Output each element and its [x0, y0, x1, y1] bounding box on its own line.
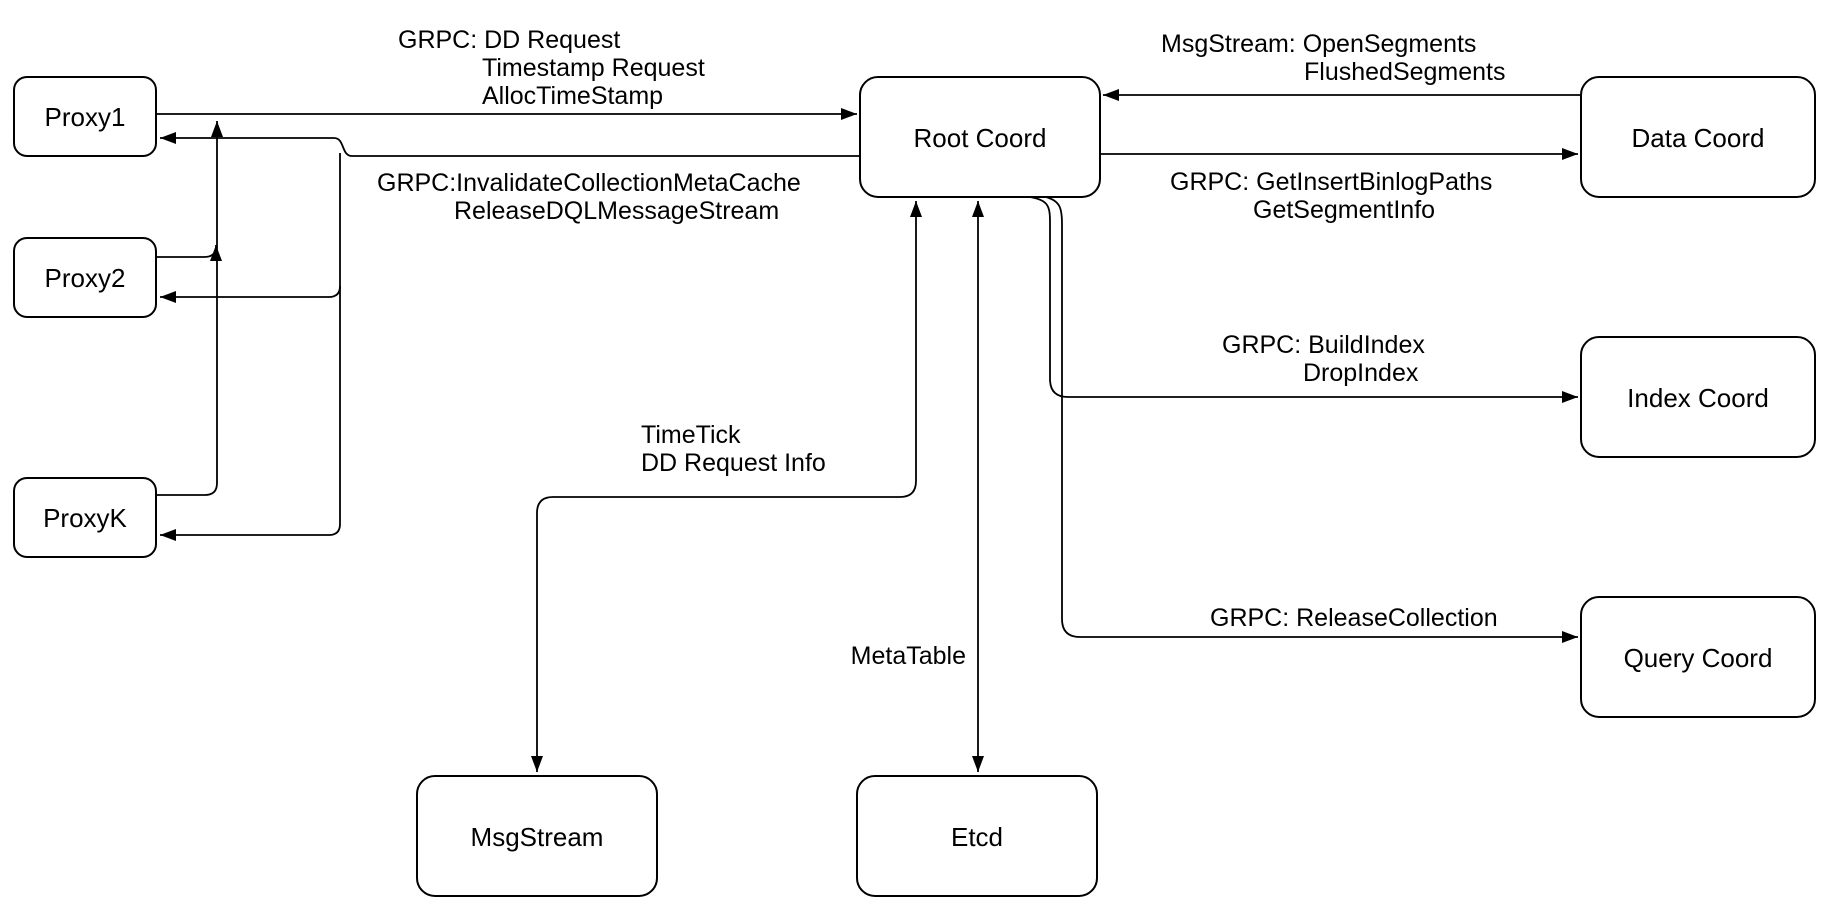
- label-invalidate-collection-metacache: GRPC:InvalidateCollectionMetaCache: [377, 169, 801, 197]
- edge-proxyk-trunk-up: [156, 121, 223, 496]
- label-data-to-root: MsgStream: OpenSegments FlushedSegments: [1161, 30, 1506, 86]
- node-etcd: Etcd: [856, 775, 1098, 897]
- label-flushedsegments: FlushedSegments: [1304, 58, 1506, 86]
- label-release-dql-messagestream: ReleaseDQLMessageStream: [454, 197, 779, 225]
- label-root-to-index: GRPC: BuildIndex DropIndex: [1222, 331, 1425, 387]
- node-proxy1: Proxy1: [13, 76, 157, 157]
- node-msgstream: MsgStream: [416, 775, 658, 897]
- node-data-coord-label: Data Coord: [1632, 123, 1765, 153]
- label-buildindex: GRPC: BuildIndex: [1222, 331, 1425, 359]
- label-root-to-etcd: MetaTable: [851, 642, 966, 670]
- node-root-coord: Root Coord: [859, 76, 1101, 198]
- edge-proxy2-feeder-up: [156, 245, 222, 261]
- label-root-to-query: GRPC: ReleaseCollection: [1210, 604, 1498, 632]
- label-root-to-data: GRPC: GetInsertBinlogPaths GetSegmentInf…: [1170, 168, 1492, 224]
- label-msgstream-opensegments: MsgStream: OpenSegments: [1161, 30, 1476, 58]
- edge-rootcoord-to-querycoord: [1045, 196, 1578, 643]
- label-root-to-proxies: GRPC:InvalidateCollectionMetaCache Relea…: [377, 169, 801, 225]
- node-etcd-label: Etcd: [951, 822, 1003, 852]
- edge-rootcoord-to-proxyk: [160, 523, 341, 541]
- node-index-coord: Index Coord: [1580, 336, 1816, 458]
- node-proxy2-label: Proxy2: [45, 263, 126, 293]
- label-alloctimestamp: AllocTimeStamp: [482, 82, 663, 110]
- label-timetick: TimeTick: [641, 421, 741, 449]
- label-getsegmentinfo: GetSegmentInfo: [1253, 196, 1435, 224]
- edge-rootcoord-to-proxy2: [160, 285, 341, 303]
- node-index-coord-label: Index Coord: [1627, 383, 1769, 413]
- node-proxy2: Proxy2: [13, 237, 157, 318]
- label-releasecollection: GRPC: ReleaseCollection: [1210, 604, 1498, 632]
- label-root-to-msgstream: TimeTick DD Request Info: [641, 421, 826, 477]
- node-msgstream-label: MsgStream: [471, 822, 604, 852]
- label-getinsertbinlogpaths: GRPC: GetInsertBinlogPaths: [1170, 168, 1492, 196]
- edge-rootcoord-to-proxy1: [160, 132, 860, 157]
- node-proxyk: ProxyK: [13, 477, 157, 558]
- label-grpc-dd-request: GRPC: DD Request: [398, 26, 620, 54]
- node-query-coord: Query Coord: [1580, 596, 1816, 718]
- label-timestamp-request: Timestamp Request: [482, 54, 705, 82]
- node-data-coord: Data Coord: [1580, 76, 1816, 198]
- node-proxyk-label: ProxyK: [43, 503, 127, 533]
- label-proxy-to-root: GRPC: DD Request Timestamp Request Alloc…: [398, 26, 705, 110]
- label-dropindex: DropIndex: [1303, 359, 1419, 387]
- edge-rootcoord-msgstream: [531, 201, 922, 772]
- label-metatable: MetaTable: [851, 642, 966, 670]
- node-proxy1-label: Proxy1: [45, 102, 126, 132]
- node-root-coord-label: Root Coord: [914, 123, 1047, 153]
- node-query-coord-label: Query Coord: [1624, 643, 1773, 673]
- label-dd-request-info: DD Request Info: [641, 449, 826, 477]
